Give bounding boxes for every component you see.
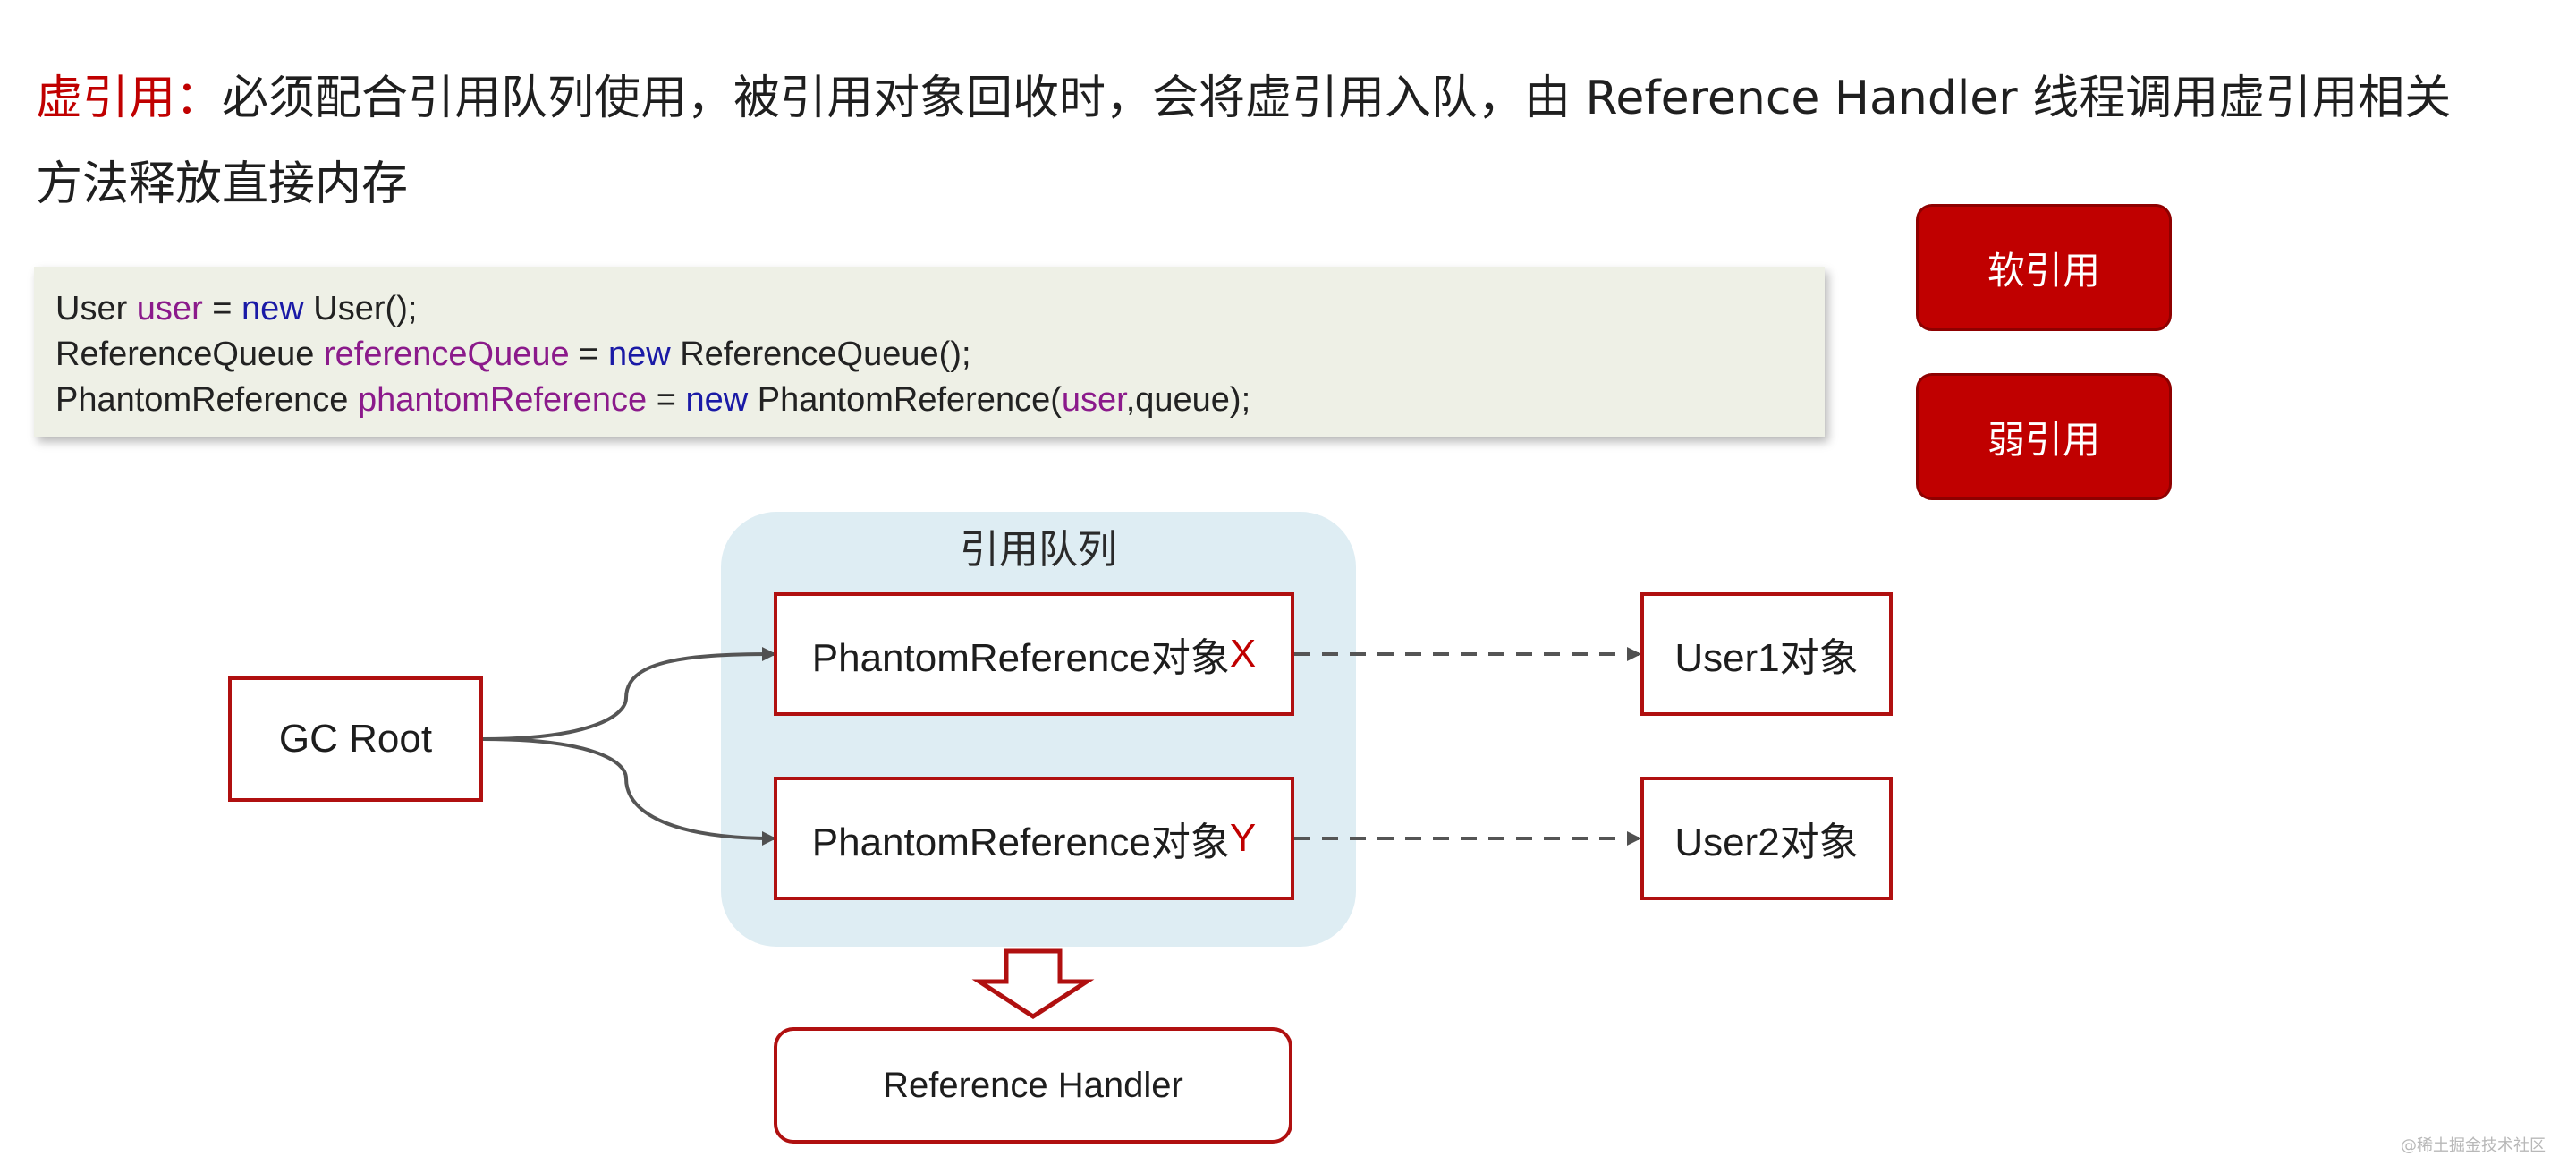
code-var: user: [136, 290, 203, 327]
phantom-y-mark: Y: [1229, 816, 1257, 860]
code-op: =: [202, 290, 242, 327]
code-op: =: [569, 336, 608, 373]
code-keyword: new: [242, 290, 304, 327]
code-line-1: User user = new User();: [55, 286, 1803, 332]
reference-queue-label: 引用队列: [960, 527, 1117, 573]
gc-root-node: GC Root: [228, 676, 483, 802]
heading-paragraph: 虚引用：必须配合引用队列使用，被引用对象回收时，会将虚引用入队，由 Refere…: [36, 55, 2487, 227]
down-hollow-arrow: [971, 948, 1095, 1019]
heading-text: 必须配合引用队列使用，被引用对象回收时，会将虚引用入队，由 Reference …: [36, 72, 2452, 211]
code-rest: User();: [303, 290, 418, 327]
code-rest: ,queue);: [1125, 381, 1251, 419]
code-line-2: ReferenceQueue referenceQueue = new Refe…: [55, 332, 1803, 378]
watermark: @稀土掘金技术社区: [2401, 1136, 2546, 1155]
code-var: referenceQueue: [323, 336, 570, 373]
user2-object-node: User2对象: [1640, 777, 1893, 900]
reference-handler-node: Reference Handler: [774, 1027, 1292, 1144]
phantom-x-label: PhantomReference对象: [811, 636, 1230, 680]
weak-reference-button[interactable]: 弱引用: [1916, 373, 2172, 500]
gc-root-to-y-arrow: [482, 737, 776, 846]
gc-root-to-x-arrow: [482, 647, 776, 741]
code-block: User user = new User(); ReferenceQueue r…: [34, 267, 1825, 437]
code-line-3: PhantomReference phantomReference = new …: [55, 378, 1803, 423]
code-type: ReferenceQueue: [55, 336, 315, 373]
code-type: PhantomReference: [55, 381, 349, 419]
code-keyword: new: [607, 336, 671, 373]
heading-term: 虚引用：: [36, 72, 223, 125]
code-arg: user: [1061, 381, 1126, 419]
phantom-y-label: PhantomReference对象: [811, 821, 1230, 864]
user1-object-node: User1对象: [1640, 592, 1893, 716]
code-call: PhantomReference(: [748, 381, 1062, 419]
code-var: phantomReference: [357, 381, 648, 419]
code-op: =: [647, 381, 686, 419]
code-rest: ReferenceQueue();: [670, 336, 971, 373]
code-type: User: [55, 290, 128, 327]
soft-reference-button[interactable]: 软引用: [1916, 204, 2172, 331]
code-keyword: new: [685, 381, 749, 419]
phantom-x-mark: X: [1229, 632, 1257, 676]
